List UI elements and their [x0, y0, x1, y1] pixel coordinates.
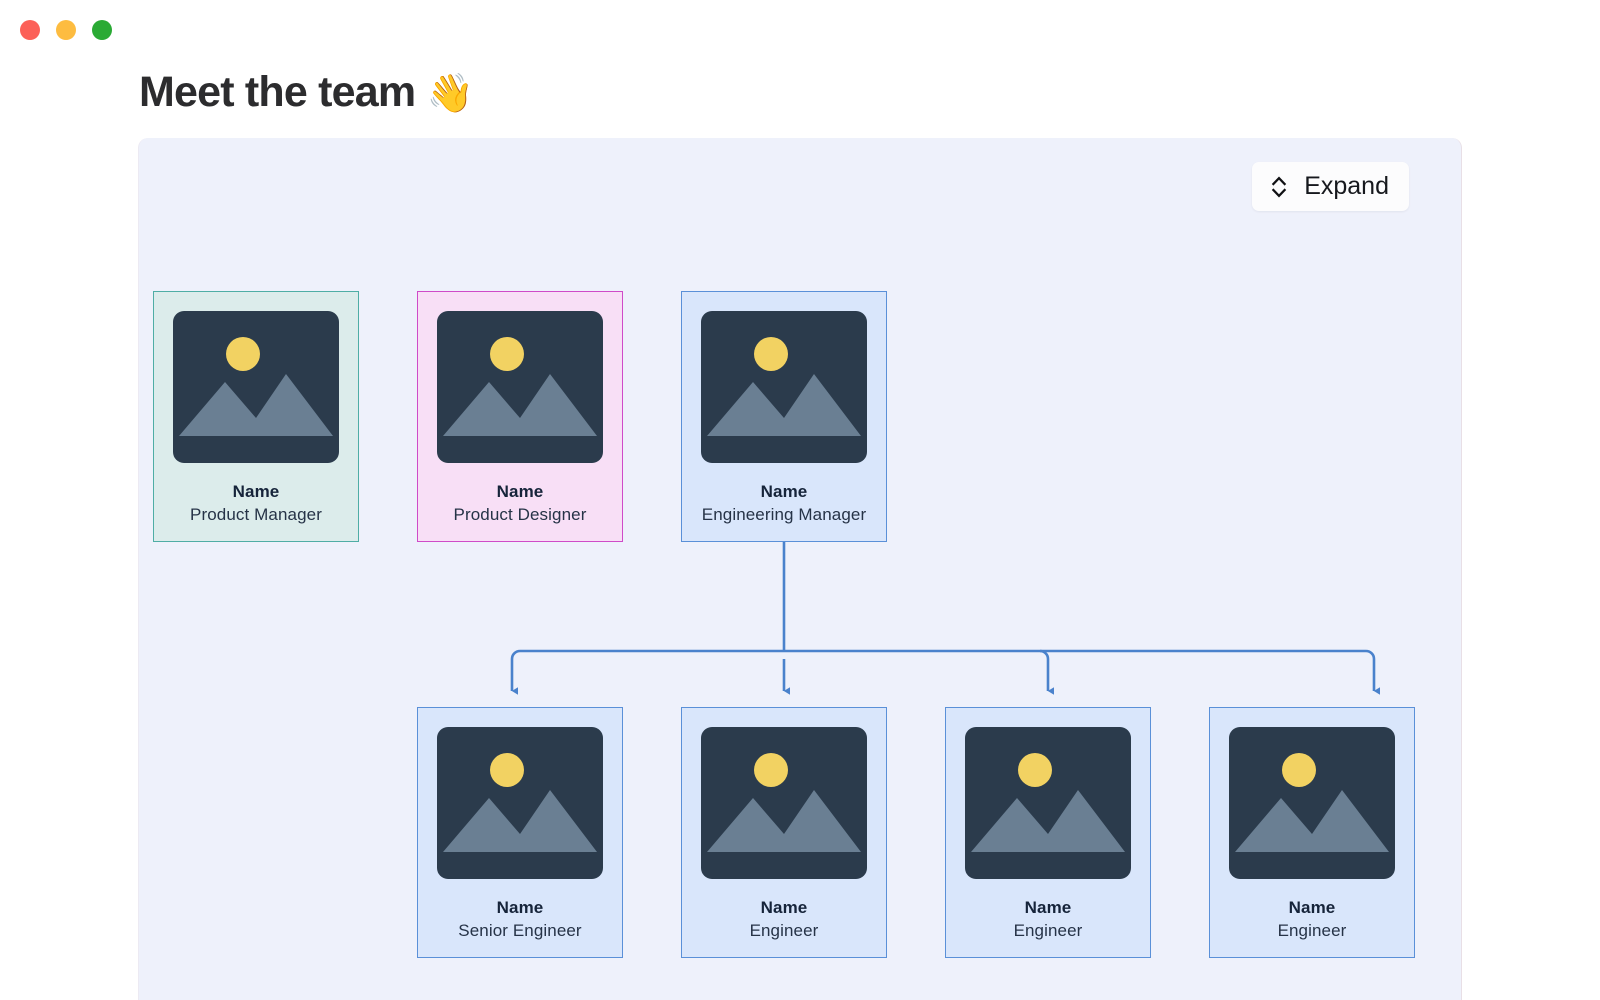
chevron-up-down-icon: [1272, 176, 1287, 197]
image-placeholder-icon: [1229, 727, 1395, 879]
page-title: Meet the team 👋: [139, 68, 474, 116]
org-node-name: Name: [496, 898, 544, 917]
org-node-role: Product Manager: [190, 504, 322, 524]
image-placeholder-icon: [701, 727, 867, 879]
image-placeholder-icon: [965, 727, 1131, 879]
image-placeholder-icon: [437, 727, 603, 879]
org-node-role: Engineering Manager: [701, 504, 867, 524]
page-title-text: Meet the team: [139, 68, 416, 116]
org-node-role: Engineer: [1277, 920, 1347, 940]
image-placeholder-icon: [701, 311, 867, 463]
waving-hand-icon: 👋: [426, 73, 474, 115]
org-node-role: Product Designer: [453, 504, 587, 524]
org-node-name: Name: [232, 482, 280, 501]
org-node-name: Name: [1288, 898, 1336, 917]
expand-button-label: Expand: [1304, 172, 1389, 200]
org-node-name: Name: [496, 482, 544, 501]
org-node-name: Name: [760, 482, 808, 501]
zoom-button[interactable]: [92, 20, 112, 40]
minimize-button[interactable]: [56, 20, 76, 40]
org-node-role: Senior Engineer: [458, 920, 582, 940]
expand-button[interactable]: Expand: [1252, 162, 1409, 211]
window-controls: [20, 20, 112, 40]
org-node-role: Engineer: [1013, 920, 1083, 940]
image-placeholder-icon: [437, 311, 603, 463]
close-button[interactable]: [20, 20, 40, 40]
image-placeholder-icon: [173, 311, 339, 463]
org-node-name: Name: [1024, 898, 1072, 917]
org-node-name: Name: [760, 898, 808, 917]
org-node-role: Engineer: [749, 920, 819, 940]
